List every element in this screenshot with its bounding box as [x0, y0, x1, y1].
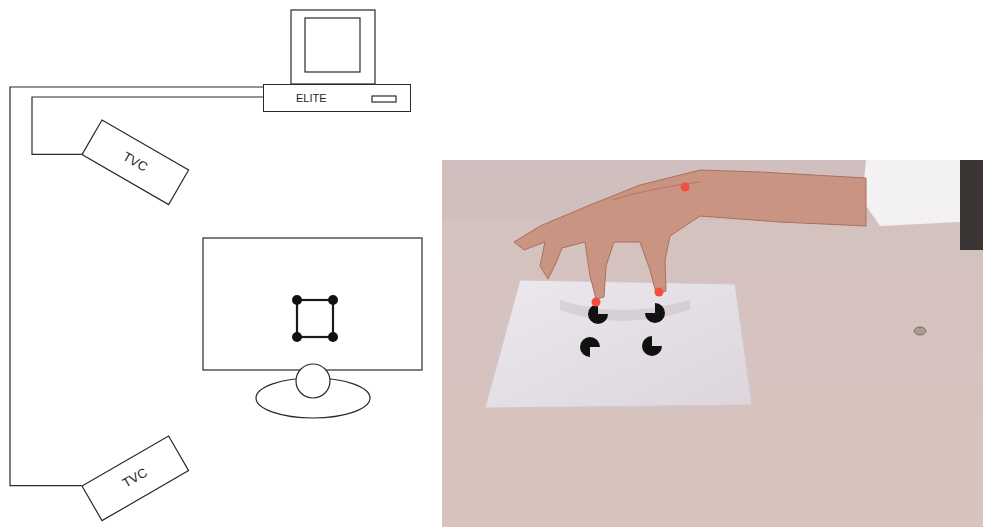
camera-box: TVC	[82, 120, 189, 205]
camera-box: TVC	[82, 436, 189, 521]
cable-line	[10, 87, 263, 486]
drive-slot	[372, 96, 396, 102]
camera-shape	[82, 120, 189, 205]
participant-figure	[256, 364, 370, 418]
target-square	[292, 295, 338, 342]
box-label: ELITE	[264, 85, 410, 111]
monitor-outline	[291, 10, 375, 84]
processor-unit: ELITE	[263, 84, 411, 112]
grasp-photograph	[442, 160, 983, 527]
camera-shape	[82, 436, 189, 521]
table-outline	[203, 238, 422, 370]
